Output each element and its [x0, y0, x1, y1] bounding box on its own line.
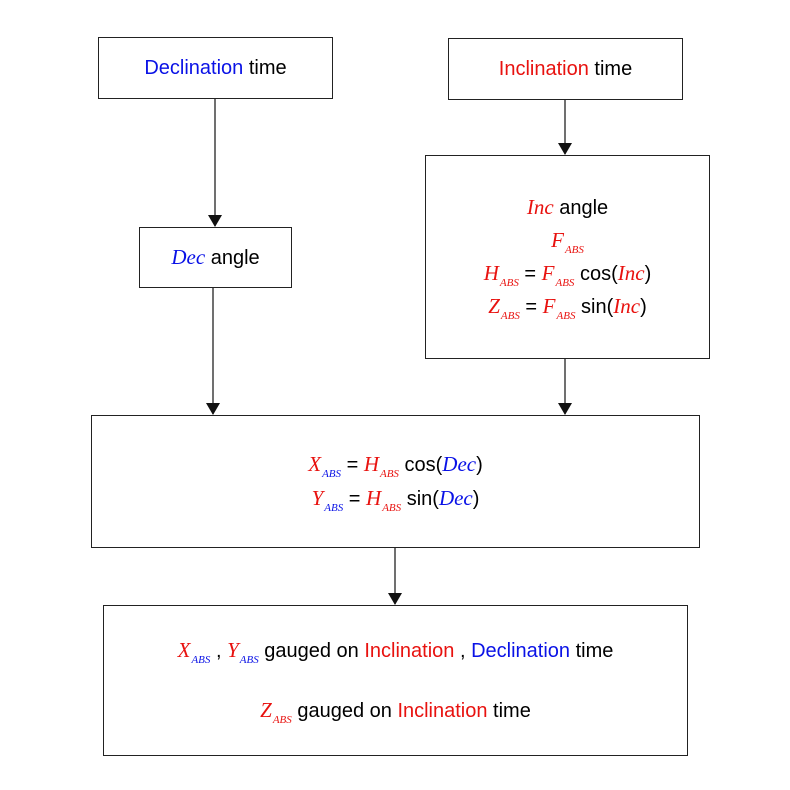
h-abs-equation: HABS = FABS cos(Inc) — [483, 261, 652, 289]
x-abs-equation: XABS = HABS cos(Dec) — [308, 451, 483, 480]
z-gauged-line: ZABS gauged on Inclination time — [260, 697, 531, 726]
dec-angle-box: Dec angle — [139, 227, 292, 288]
xy-gauged-line: XABS , YABS gauged on Inclination , Decl… — [177, 637, 614, 666]
inclination-time-box: Inclination time — [448, 38, 683, 100]
inc-angle-line: Inc angle — [526, 195, 609, 219]
inclination-time-label: Inclination time — [498, 58, 633, 80]
y-abs-equation: YABS = HABS sin(Dec) — [311, 485, 480, 514]
xy-computation-box: XABS = HABS cos(Dec) YABS = HABS sin(Dec… — [91, 415, 700, 548]
result-box: XABS , YABS gauged on Inclination , Decl… — [103, 605, 688, 756]
f-abs-line: FABS — [551, 228, 584, 256]
declination-time-box: Declination time — [98, 37, 333, 99]
z-abs-equation: ZABS = FABS sin(Inc) — [488, 294, 647, 322]
dec-angle-label: Dec angle — [171, 244, 260, 269]
declination-time-label: Declination time — [144, 57, 287, 79]
inclination-computation-box: Inc angle FABS HABS = FABS cos(Inc) ZABS… — [425, 155, 710, 359]
